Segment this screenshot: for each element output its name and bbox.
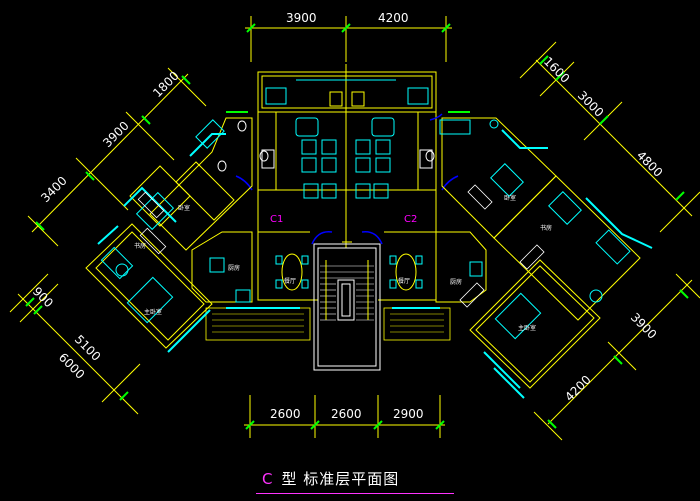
master-bedroom-label-left: 主卧室 — [144, 308, 162, 316]
bottom-dim-2: 2600 — [331, 407, 362, 421]
study-label-right: 书房 — [540, 224, 552, 232]
top-dim-2: 4200 — [378, 11, 409, 25]
living-room-furniture — [295, 117, 395, 199]
dining-room-label-right: 餐厅 — [398, 277, 410, 285]
left-upper-dim-2: 3900 — [100, 119, 131, 150]
bedroom-label-left: 卧室 — [178, 204, 190, 212]
bottom-dimension-line — [244, 395, 445, 438]
study-label-left: 书房 — [134, 242, 146, 250]
left-lower-dim-2: 5100 — [72, 332, 103, 363]
kitchens — [191, 231, 487, 303]
left-lower-dim-3: 6000 — [56, 350, 87, 381]
bedroom-label-right: 卧室 — [504, 194, 516, 202]
left-wing — [85, 117, 253, 349]
drawing-title: C 型 标准层平面图 — [262, 468, 399, 489]
stairwell — [313, 243, 381, 371]
left-upper-dimension-line — [27, 67, 207, 247]
dining-tables — [281, 253, 417, 291]
right-upper-dimension-line — [519, 41, 700, 233]
right-lower-dimension-line — [533, 273, 700, 441]
terrace-left — [205, 307, 451, 341]
drawing-title-text: 型 标准层平面图 — [281, 470, 400, 488]
drawing-type-letter: C — [262, 470, 274, 488]
right-wing — [441, 117, 641, 389]
kitchen-label-right: 厨房 — [450, 278, 462, 286]
master-bedroom-label-right: 主卧室 — [518, 324, 536, 332]
bottom-dim-1: 2600 — [270, 407, 301, 421]
unit-label-c1: C1 — [270, 214, 283, 225]
dining-room-label-left: 餐厅 — [284, 277, 296, 285]
title-underline — [256, 493, 454, 494]
top-dimension-line — [245, 16, 452, 62]
unit-label-c2: C2 — [404, 214, 417, 225]
bottom-dim-3: 2900 — [393, 407, 424, 421]
top-dim-1: 3900 — [286, 11, 317, 25]
left-lower-dimension-line — [9, 273, 141, 415]
central-living-block — [257, 64, 437, 301]
left-upper-dim-3: 3400 — [38, 174, 69, 205]
right-lower-dim-1: 3900 — [628, 310, 659, 341]
right-upper-dim-3: 4800 — [634, 148, 665, 179]
kitchen-label-left: 厨房 — [228, 264, 240, 272]
left-upper-dim-1: 1800 — [150, 69, 181, 100]
right-lower-dim-2: 4200 — [562, 373, 593, 404]
